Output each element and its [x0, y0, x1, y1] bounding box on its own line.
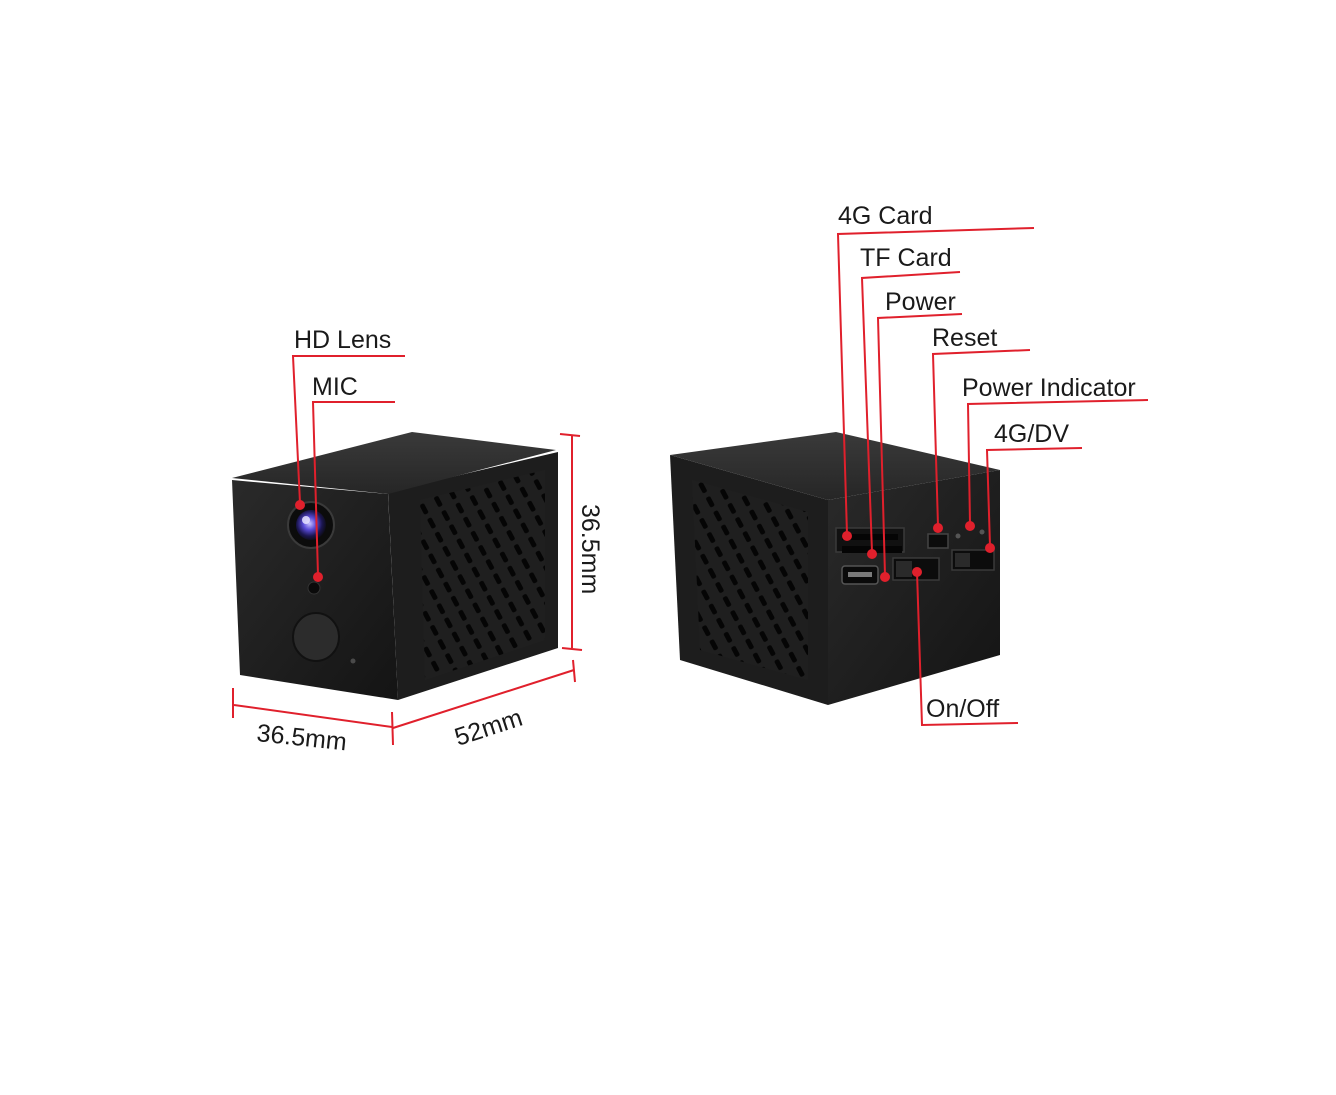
power-indicator-leader: [966, 399, 1149, 525]
mode-switch-knob: [955, 553, 970, 567]
height-dimension-tick-bottom: [561, 647, 583, 651]
back-camera-top-face: [670, 432, 1000, 500]
pir-sensor-icon: [292, 612, 340, 662]
mic-hole-icon: [307, 581, 321, 595]
on-off-label: On/Off: [926, 695, 999, 723]
back-camera-callouts: 4G Card TF Card Power Reset Power Indica…: [836, 202, 1149, 727]
tf-card-leader: [860, 271, 961, 553]
4g-card-marker: [842, 531, 852, 541]
width-dimension-tick-middle: [391, 711, 394, 746]
mic-leader: [311, 401, 395, 576]
front-camera-top-face: [232, 432, 556, 494]
back-camera-back-face: [828, 470, 1000, 705]
power-indicator-marker: [965, 521, 975, 531]
4g-dv-leader: [985, 447, 1083, 547]
depth-dimension-line: [392, 669, 575, 729]
4g-card-leader: [836, 227, 1035, 535]
indicator-led-icon: [350, 658, 356, 664]
reset-marker: [933, 523, 943, 533]
back-camera-side-vents: [692, 480, 808, 680]
on-off-switch-knob: [896, 561, 912, 577]
power-indicator-led-icon: [955, 533, 961, 539]
width-dimension-line: [233, 704, 393, 728]
reset-label: Reset: [932, 324, 997, 352]
power-marker: [880, 572, 890, 582]
tf-card-label: TF Card: [860, 244, 952, 272]
front-camera-side-vents: [420, 470, 545, 680]
depth-dimension-tick-right: [572, 659, 576, 683]
height-dimension-label: 36.5mm: [576, 504, 604, 594]
lens-highlight: [302, 516, 310, 524]
reset-leader: [931, 349, 1031, 527]
mode-led-icon: [979, 529, 985, 535]
on-off-marker: [912, 567, 922, 577]
mic-marker: [313, 572, 323, 582]
4g-card-label: 4G Card: [838, 202, 932, 230]
4g-dv-label: 4G/DV: [994, 420, 1069, 448]
width-dimension-label: 36.5mm: [255, 719, 348, 756]
reset-button-icon: [927, 533, 949, 549]
back-camera: [670, 432, 1000, 705]
4g-dv-marker: [985, 543, 995, 553]
tf-card-marker: [867, 549, 877, 559]
hd-lens-leader: [291, 355, 405, 504]
hd-lens-icon: [296, 510, 326, 540]
mic-label: MIC: [312, 373, 358, 401]
hd-lens-label: HD Lens: [294, 326, 391, 354]
hd-lens-marker: [295, 500, 305, 510]
power-label: Power: [885, 288, 956, 316]
sim-card-slot-opening: [842, 534, 898, 540]
usb-port-inner: [848, 572, 872, 577]
depth-dimension-label: 52mm: [451, 704, 526, 752]
power-leader: [876, 313, 963, 576]
height-dimension-tick-top: [559, 433, 581, 437]
on-off-leader: [916, 571, 1019, 727]
front-camera: [232, 432, 558, 700]
front-camera-callouts: HD Lens MIC: [291, 326, 405, 582]
power-indicator-label: Power Indicator: [962, 374, 1136, 402]
